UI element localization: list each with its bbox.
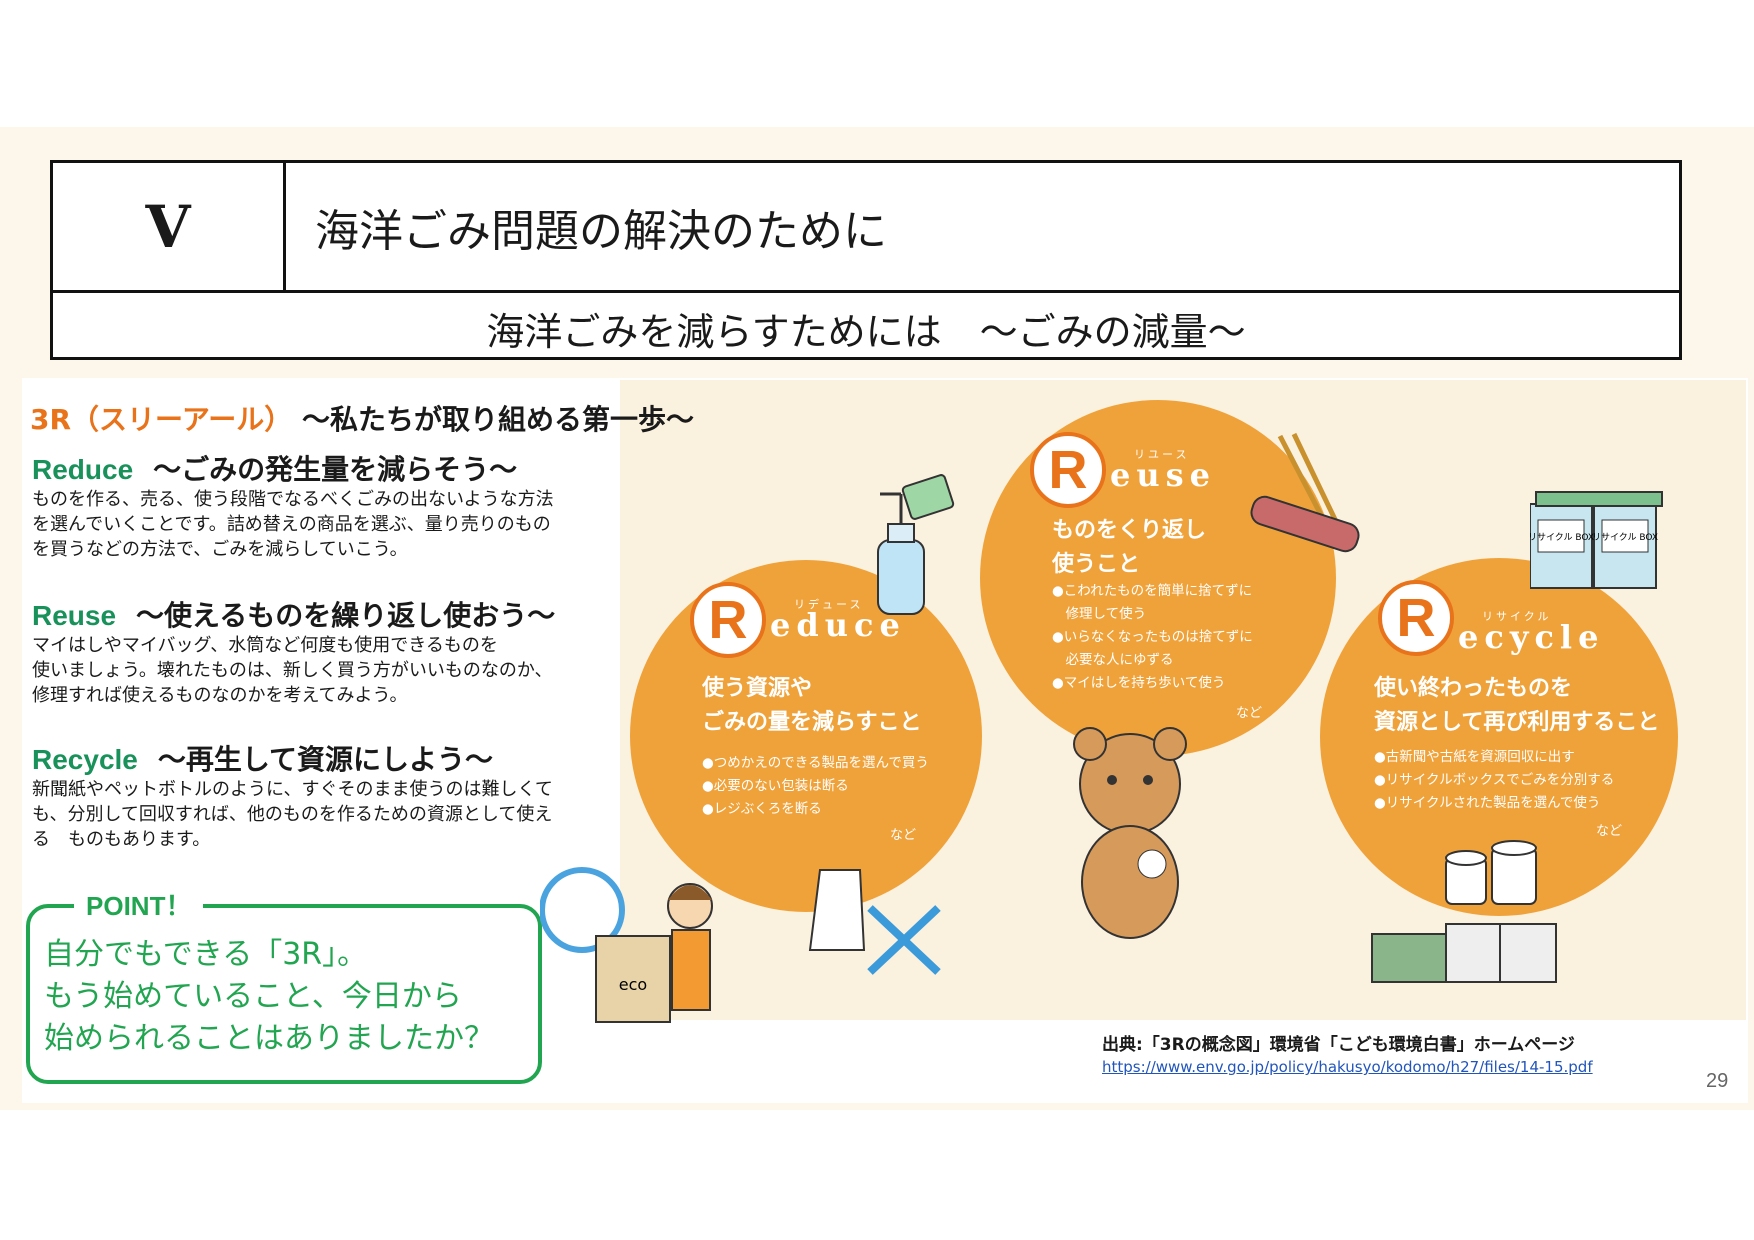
recycle-head-line: 使い終わったものを xyxy=(1374,676,1573,701)
bottle-refill-illustration xyxy=(877,474,955,615)
list-item: ●いらなくなったものは捨てずに xyxy=(1052,629,1253,645)
reduce-en: Reduce xyxy=(32,454,134,485)
eco-bag-label: eco xyxy=(619,975,647,994)
point-line: 始められることはありましたか？ xyxy=(44,1021,494,1056)
body-line: マイはしやマイバッグ、水筒など何度も使用できるものを xyxy=(32,635,498,656)
recycle-body: 新聞紙やペットボトルのように、すぐそのまま使うのは難しくて も、分別して回収すれ… xyxy=(32,777,622,852)
recycle-box-illustration: リサイクル BOX リサイクル BOX xyxy=(1530,491,1663,589)
recycle-nado: など xyxy=(1596,824,1623,839)
list-item: 修理して使う xyxy=(1052,606,1147,622)
newspaper-bundle-illustration xyxy=(1371,923,1557,983)
recycle-r-badge: R xyxy=(1378,580,1454,656)
recycle-kana: リサイクル xyxy=(1482,610,1552,623)
body-line: 新聞紙やペットボトルのように、すぐそのまま使うのは難しくて xyxy=(32,779,553,800)
recycle-box-label-2: リサイクル BOX xyxy=(1592,532,1658,543)
source-link[interactable]: https://www.env.go.jp/policy/hakusyo/kod… xyxy=(1102,1058,1593,1076)
reuse-title: Reuse ～使えるものを繰り返し使おう～ xyxy=(32,594,555,634)
section-heading: 3R（スリーアール） ～私たちが取り組める第一歩～ xyxy=(30,398,694,438)
list-item: ●必要のない包装は断る xyxy=(702,778,849,794)
list-item: ●こわれたものを簡単に捨てずに xyxy=(1052,583,1253,599)
reuse-word: euse xyxy=(1110,456,1216,494)
reduce-r-badge: R xyxy=(690,582,766,658)
reuse-en: Reuse xyxy=(32,600,117,631)
point-line: 自分でもできる「3R」。 xyxy=(44,937,368,972)
reduce-head-line: ごみの量を減らすこと xyxy=(702,710,922,735)
source-credit: 出典:「3Rの概念図」環境省「こども環境白書」ホームページ xyxy=(1102,1035,1575,1055)
chapter-number: V xyxy=(53,163,286,290)
list-item: ●古新聞や古紙を資源回収に出す xyxy=(1374,749,1575,765)
reuse-jp: ～使えるものを繰り返し使おう～ xyxy=(136,599,556,632)
body-line: ものを作る、売る、使う段階でなるべくごみの出ないような方法 xyxy=(32,489,554,510)
reduce-head-line: 使う資源や xyxy=(702,676,813,701)
reuse-head-line: ものをくり返し xyxy=(1052,518,1207,543)
body-line: る ものもあります。 xyxy=(32,829,211,850)
reuse-body: マイはしやマイバッグ、水筒など何度も使用できるものを 使いましょう。壊れたものは… xyxy=(32,633,622,708)
list-item: ●リサイクルされた製品を選んで使う xyxy=(1374,795,1601,811)
point-text: 自分でもできる「3R」。 もう始めていること、今日から 始められることはありまし… xyxy=(44,934,524,1060)
body-line: 修理すれば使えるものなのかを考えてみよう。 xyxy=(32,685,408,706)
body-line: も、分別して回収すれば、他のものを作るための資源として使え xyxy=(32,804,553,825)
recycle-word: ecycle xyxy=(1458,618,1605,656)
list-item: ●レジぶくろを断る xyxy=(702,801,822,817)
chapter-subtitle: 海洋ごみを減らすためには ～ごみの減量～ xyxy=(53,290,1679,363)
reuse-kana: リユース xyxy=(1134,448,1190,461)
reduce-body: ものを作る、売る、使う段階でなるべくごみの出ないような方法 を選んでいくことです… xyxy=(32,487,622,562)
point-box xyxy=(26,904,542,1084)
reuse-list: ●こわれたものを簡単に捨てずに 修理して使う ●いらなくなったものは捨てずに 必… xyxy=(1052,580,1253,695)
list-item: ●つめかえのできる製品を選んで買う xyxy=(702,755,929,771)
reuse-heading: ものをくり返し 使うこと xyxy=(1052,514,1206,582)
recycle-heading: 使い終わったものを 資源として再び利用すること xyxy=(1374,672,1659,740)
reuse-nado: など xyxy=(1236,706,1263,721)
list-item: 必要な人にゆずる xyxy=(1052,652,1174,668)
reduce-word: educe xyxy=(770,606,906,644)
chapter-title: 海洋ごみ問題の解決のために xyxy=(315,205,887,257)
point-label: POINT！ xyxy=(74,886,204,923)
reduce-kana: リデュース xyxy=(794,598,864,611)
reuse-head-line: 使うこと xyxy=(1052,552,1141,577)
bag-refuse-illustration xyxy=(808,869,941,975)
body-line: を買うなどの方法で、ごみを減らしていこう。 xyxy=(32,539,408,560)
list-item: ●マイはしを持ち歩いて使う xyxy=(1052,675,1226,691)
reduce-jp: ～ごみの発生量を減らそう～ xyxy=(153,453,518,486)
body-line: 使いましょう。壊れたものは、新しく買う方がいいものなのか、 xyxy=(32,660,553,681)
reduce-heading: 使う資源や ごみの量を減らすこと xyxy=(702,672,922,740)
recycle-box-label-1: リサイクル BOX xyxy=(1530,532,1594,543)
reuse-r-badge: R xyxy=(1030,432,1106,508)
heading-accent: 3R（スリーアール） xyxy=(30,403,293,436)
eco-bag-girl-illustration: eco xyxy=(540,867,713,1023)
body-line: を選んでいくことです。詰め替えの商品を選ぶ、量り売りのもの xyxy=(32,514,551,535)
reduce-list: ●つめかえのできる製品を選んで買う ●必要のない包装は断る ●レジぶくろを断る xyxy=(702,752,929,821)
chopsticks-illustration xyxy=(1250,432,1360,553)
toilet-paper-illustration xyxy=(1445,840,1537,905)
recycle-head-line: 資源として再び利用すること xyxy=(1374,710,1660,735)
recycle-en: Recycle xyxy=(32,744,138,775)
recycle-list: ●古新聞や古紙を資源回収に出す ●リサイクルボックスでごみを分別する ●リサイク… xyxy=(1374,746,1614,815)
reduce-title: Reduce ～ごみの発生量を減らそう～ xyxy=(32,448,517,488)
point-line: もう始めていること、今日から xyxy=(44,979,462,1014)
page-number: 29 xyxy=(1706,1070,1729,1092)
recycle-title: Recycle ～再生して資源にしよう～ xyxy=(32,738,493,778)
title-box: V 海洋ごみ問題の解決のために 海洋ごみを減らすためには ～ごみの減量～ xyxy=(50,160,1682,360)
bear-illustration xyxy=(1073,727,1187,939)
heading-rest: ～私たちが取り組める第一歩～ xyxy=(302,403,695,436)
reduce-nado: など xyxy=(890,828,917,843)
reduce-circle xyxy=(630,560,982,912)
recycle-jp: ～再生して資源にしよう～ xyxy=(157,743,494,776)
list-item: ●リサイクルボックスでごみを分別する xyxy=(1374,772,1615,788)
